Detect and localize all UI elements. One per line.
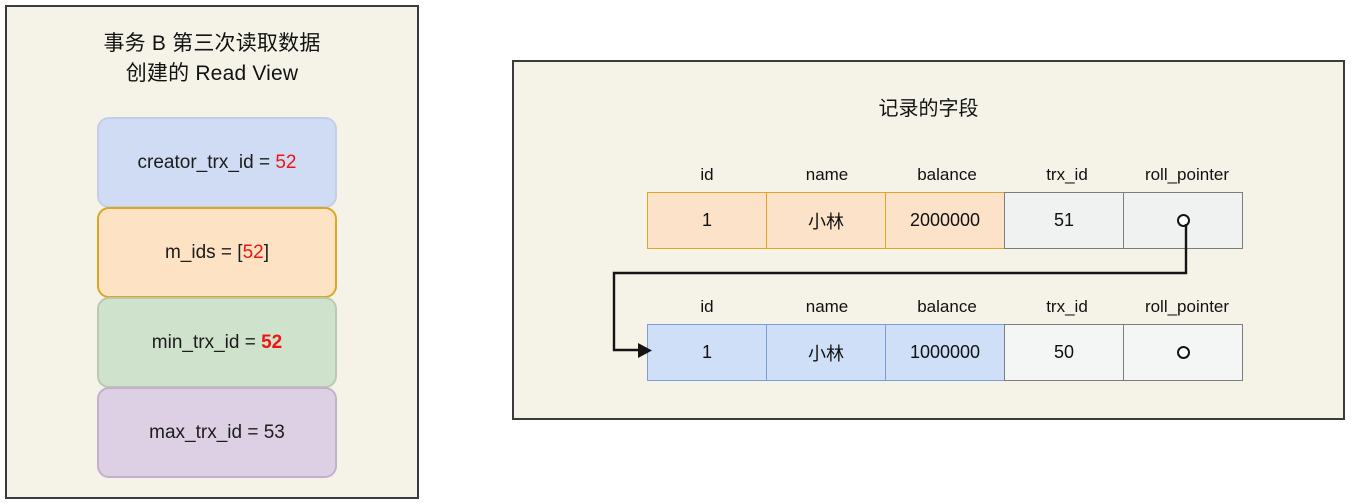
m-ids-label: m_ids = [ [164,241,243,263]
read-view-field-max-trx-id: max_trx_id = 53 [97,387,337,478]
record-table-header-old: id name balance trx_id roll_pointer [647,297,1247,317]
column-header-name: name [805,297,849,316]
cell-name: 小林 [766,192,886,249]
record-panel-title: 记录的字段 [878,98,979,120]
record-version-table-old: id name balance trx_id roll_pointer 1 小林… [647,297,1247,381]
cell-roll-pointer [1123,192,1243,249]
record-fields-panel: 记录的字段 id name balance trx_id roll_pointe… [512,60,1345,420]
read-view-title: 事务 B 第三次读取数据 创建的 Read View [103,32,321,85]
column-header-balance: balance [917,165,977,184]
read-view-field-creator-trx-id: creator_trx_id = 52 [97,117,337,208]
column-header-trx-id: trx_id [1046,165,1088,184]
cell-trx-id: 50 [1004,324,1124,381]
max-trx-id-value: 53 [263,421,285,443]
cell-balance: 1000000 [885,324,1005,381]
read-view-field-m-ids: m_ids = [52] [97,207,337,298]
cell-balance: 2000000 [885,192,1005,249]
cell-id: 1 [647,324,767,381]
column-header-balance: balance [917,297,977,316]
creator-trx-id-value: 52 [275,151,297,173]
cell-roll-pointer [1123,324,1243,381]
read-view-field-min-trx-id: min_trx_id = 52 [97,297,337,388]
circle-pointer-icon [1176,214,1190,227]
m-ids-suffix: ] [263,241,270,263]
read-view-panel: 事务 B 第三次读取数据 创建的 Read View creator_trx_i… [5,5,419,499]
creator-trx-id-label: creator_trx_id = [137,151,276,173]
column-header-trx-id: trx_id [1046,297,1088,316]
record-version-table-new: id name balance trx_id roll_pointer 1 小林… [647,165,1247,249]
column-header-name: name [805,165,849,184]
column-header-id: id [700,165,714,184]
record-table-header-new: id name balance trx_id roll_pointer [647,165,1247,185]
circle-pointer-icon [1176,346,1190,359]
max-trx-id-label: max_trx_id = [149,421,264,443]
m-ids-value: 52 [242,241,264,263]
column-header-roll-pointer: roll_pointer [1144,165,1230,184]
cell-id: 1 [647,192,767,249]
column-header-id: id [700,297,714,316]
cell-trx-id: 51 [1004,192,1124,249]
read-view-field-list: creator_trx_id = 52 m_ids = [52] min_trx… [97,117,337,478]
min-trx-id-label: min_trx_id = [151,331,262,353]
cell-name: 小林 [766,324,886,381]
table-row: 1 小林 2000000 51 [647,192,1247,249]
column-header-roll-pointer: roll_pointer [1144,297,1230,316]
min-trx-id-value: 52 [261,331,283,353]
table-row: 1 小林 1000000 50 [647,324,1247,381]
